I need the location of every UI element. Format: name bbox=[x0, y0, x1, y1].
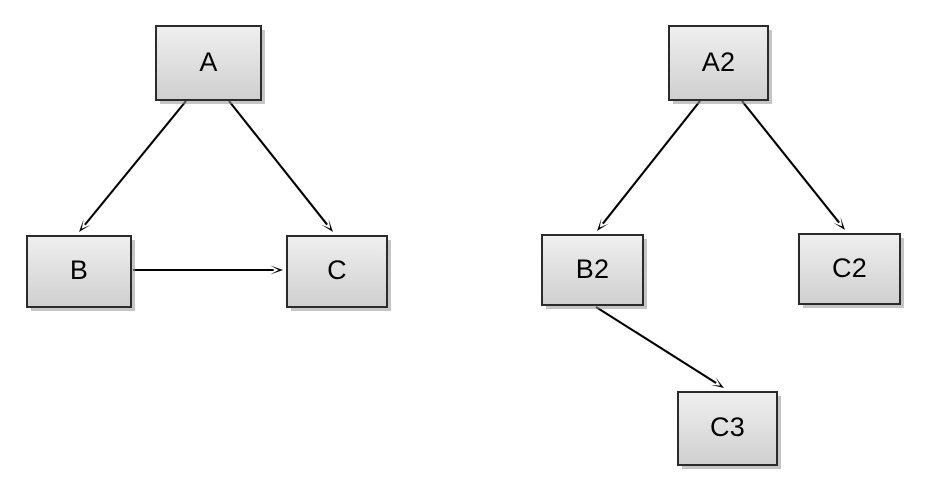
arrowhead-icon bbox=[270, 265, 283, 275]
edge-a2-to-c2 bbox=[741, 100, 845, 230]
node-c2-label: C2 bbox=[831, 252, 868, 283]
node-b2-label: B2 bbox=[575, 253, 610, 284]
node-b[interactable]: B bbox=[26, 235, 132, 308]
node-b-label: B bbox=[69, 255, 89, 285]
edge-b-to-c bbox=[133, 265, 283, 275]
node-b2[interactable]: B2 bbox=[541, 234, 644, 306]
edge-b2-to-c3 bbox=[595, 306, 724, 388]
node-a2[interactable]: A2 bbox=[668, 25, 769, 101]
arrowhead-icon bbox=[321, 218, 333, 232]
node-c2[interactable]: C2 bbox=[798, 233, 901, 305]
arrowhead-icon bbox=[597, 217, 609, 231]
edge-a2-to-b2 bbox=[597, 100, 701, 231]
arrowhead-icon bbox=[710, 377, 724, 388]
node-a2-label: A2 bbox=[701, 46, 736, 77]
node-c3-label: C3 bbox=[709, 412, 746, 442]
arrowhead-icon bbox=[833, 216, 845, 230]
node-c-label: C bbox=[327, 255, 347, 285]
arrowhead-icon bbox=[79, 219, 91, 232]
node-c[interactable]: C bbox=[286, 235, 388, 308]
node-a-label: A bbox=[199, 46, 218, 77]
edge-a-to-c bbox=[228, 100, 333, 232]
node-c3[interactable]: C3 bbox=[677, 391, 778, 466]
node-a[interactable]: A bbox=[155, 25, 262, 101]
edge-a-to-b bbox=[79, 100, 187, 232]
